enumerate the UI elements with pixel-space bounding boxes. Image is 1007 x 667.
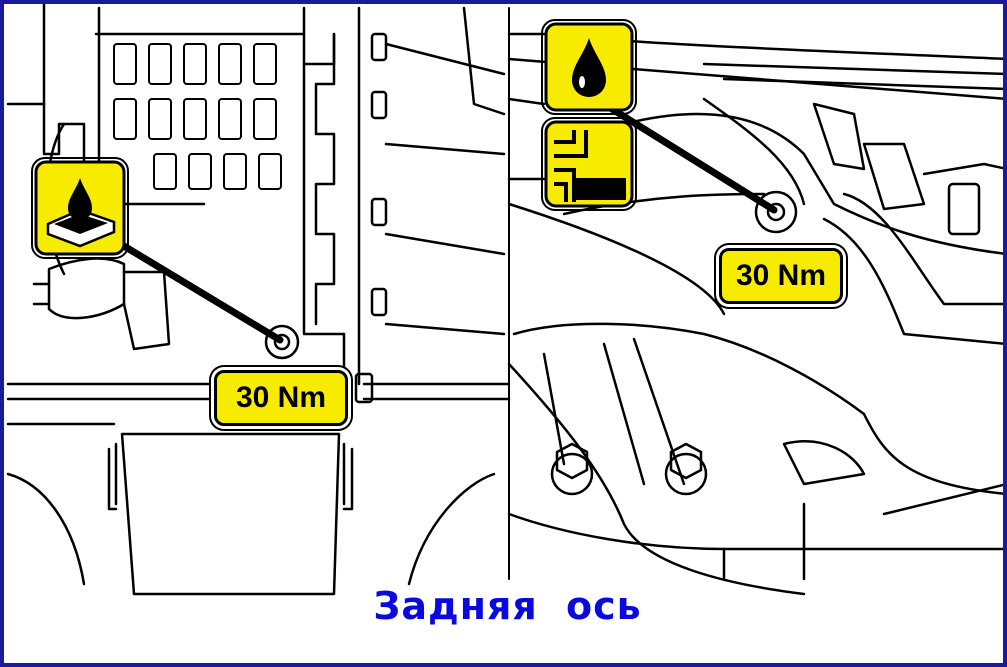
torque-label-right: 30 Nm (719, 248, 843, 304)
oil-level-plug-icon (541, 117, 637, 211)
left-drain-plug (264, 324, 300, 360)
line-art-illustration (6, 4, 1003, 596)
flange-bolts (354, 32, 388, 404)
torque-label-left: 30 Nm (214, 370, 348, 426)
housing-rib-grid (113, 43, 282, 190)
right-fill-plug (754, 190, 798, 234)
diagram-caption: Задняя ось (373, 584, 642, 628)
oil-drop-icon (541, 19, 637, 115)
cover-hex-bolts (550, 442, 708, 496)
oil-sump-fill-icon (31, 157, 129, 259)
left-panel-drawing (6, 4, 511, 596)
